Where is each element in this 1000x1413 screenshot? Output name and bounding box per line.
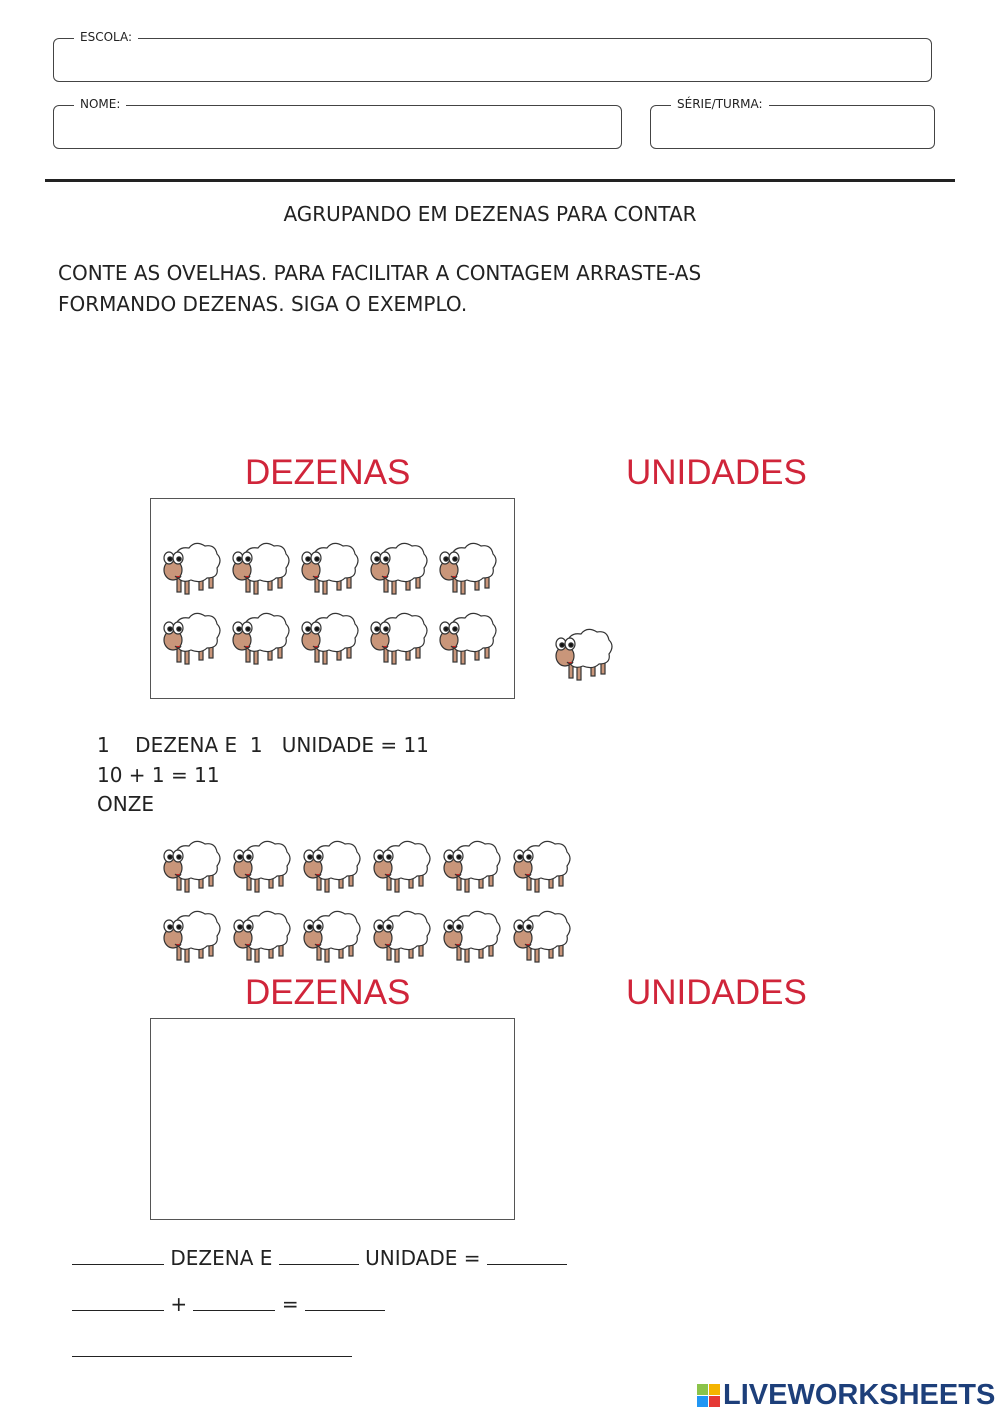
total-answer-input[interactable]	[486, 1244, 567, 1265]
sheep-icon[interactable]	[368, 538, 430, 600]
exercise-line-3	[72, 1336, 352, 1362]
tens-word: DEZENA E	[170, 1246, 273, 1270]
exercise-line-1: DEZENA E UNIDADE =	[72, 1244, 567, 1270]
sheep-icon[interactable]	[230, 608, 292, 670]
example-line-2: 10 + 1 = 11	[97, 763, 220, 787]
units-answer-input[interactable]	[278, 1244, 359, 1265]
tens-heading-exercise: DEZENAS	[245, 973, 411, 1012]
sheep-icon[interactable]	[511, 836, 573, 898]
units-value: 1	[249, 733, 263, 757]
sheep-icon[interactable]	[437, 608, 499, 670]
sheep-icon[interactable]	[230, 538, 292, 600]
instruction-line: CONTE AS OVELHAS. PARA FACILITAR A CONTA…	[58, 261, 702, 285]
name-label: NOME:	[74, 97, 127, 111]
example-line-3: ONZE	[97, 792, 155, 816]
example-line-1: 1 DEZENA E 1 UNIDADE = 11	[97, 733, 429, 757]
tens-box-example	[150, 498, 515, 699]
tens-drop-box[interactable]	[150, 1018, 515, 1220]
sheep-icon[interactable]	[371, 906, 433, 968]
equals-sign: =	[281, 1292, 299, 1316]
units-heading-exercise: UNIDADES	[626, 973, 807, 1012]
tens-sum-input[interactable]	[72, 1290, 164, 1311]
tens-word: DEZENA E	[135, 733, 238, 757]
sheep-icon[interactable]	[301, 906, 363, 968]
units-sum-input[interactable]	[193, 1290, 276, 1311]
sum-result-input[interactable]	[304, 1290, 385, 1311]
tens-value: 1	[97, 733, 110, 757]
liveworksheets-logo: LIVEWORKSHEETS	[697, 1379, 995, 1412]
sheep-icon[interactable]	[553, 624, 615, 686]
sheep-icon[interactable]	[301, 836, 363, 898]
school-field[interactable]: ESCOLA:	[53, 30, 932, 82]
sheep-icon[interactable]	[437, 538, 499, 600]
divider	[45, 179, 955, 182]
class-field[interactable]: SÉRIE/TURMA:	[650, 97, 935, 149]
sheep-icon[interactable]	[441, 836, 503, 898]
units-word: UNIDADE = 11	[281, 733, 429, 757]
units-heading: UNIDADES	[626, 453, 807, 492]
sheep-icon[interactable]	[299, 608, 361, 670]
name-field[interactable]: NOME:	[53, 97, 622, 149]
sheep-icon[interactable]	[161, 538, 223, 600]
number-word-input[interactable]	[72, 1336, 352, 1357]
tens-answer-input[interactable]	[72, 1244, 164, 1265]
plus-sign: +	[170, 1292, 188, 1316]
instruction-line: FORMANDO DEZENAS. SIGA O EXEMPLO.	[58, 292, 468, 316]
sheep-icon[interactable]	[231, 906, 293, 968]
class-label: SÉRIE/TURMA:	[671, 97, 769, 111]
sheep-icon[interactable]	[161, 906, 223, 968]
sheep-icon[interactable]	[161, 836, 223, 898]
instructions: CONTE AS OVELHAS. PARA FACILITAR A CONTA…	[58, 258, 701, 320]
units-word: UNIDADE =	[365, 1246, 481, 1270]
logo-text: LIVEWORKSHEETS	[723, 1379, 996, 1411]
tens-heading: DEZENAS	[245, 453, 411, 492]
sheep-icon[interactable]	[161, 608, 223, 670]
sheep-icon[interactable]	[368, 608, 430, 670]
sheep-icon[interactable]	[299, 538, 361, 600]
sheep-icon[interactable]	[371, 836, 433, 898]
sheep-icon[interactable]	[441, 906, 503, 968]
exercise-line-2: + =	[72, 1290, 385, 1316]
sheep-icon[interactable]	[511, 906, 573, 968]
school-label: ESCOLA:	[74, 30, 139, 44]
sheep-icon[interactable]	[231, 836, 293, 898]
logo-tiles-icon	[697, 1384, 720, 1407]
page-title: AGRUPANDO EM DEZENAS PARA CONTAR	[283, 202, 697, 226]
